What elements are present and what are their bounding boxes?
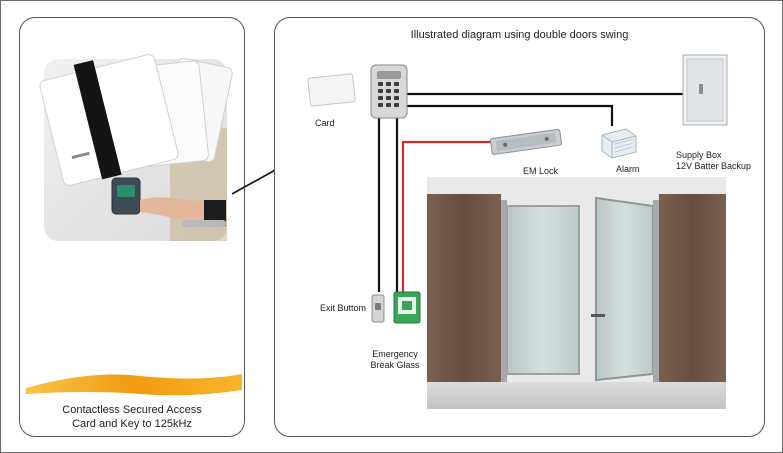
break-glass-icon [393,291,421,324]
emergency-label: Emergency Break Glass [370,349,420,371]
card-product-illustration [26,54,242,396]
magnetic-stripe [73,60,122,180]
left-glass-door [506,205,580,375]
em-lock-label: EM Lock [523,166,559,176]
card-stack [39,54,233,186]
supply-box-icon [682,54,728,126]
emergency-label-line-2: Break Glass [370,360,420,370]
exit-button-label: Exit Buttom [320,303,367,313]
wiring [377,92,685,292]
card-icon [307,73,356,107]
alarm-icon [601,128,637,159]
caption-line-1: Contactless Secured Access [62,404,202,416]
supply-box-label: Supply Box 12V Batter Backup [676,150,751,172]
card-label: Card [315,118,335,128]
keypad-reader-icon [370,64,408,119]
supply-box-label-line-1: Supply Box [676,150,722,160]
emergency-label-line-1: Emergency [372,349,418,359]
right-glass-door [595,196,654,382]
wiring-diagram [307,54,728,409]
door-handle [182,220,226,227]
orange-swoosh [26,374,242,396]
card-product-panel: Contactless Secured Access Card and Key … [19,17,245,437]
diagram-title: Illustrated diagram using double doors s… [410,29,629,41]
caption-line-2: Card and Key to 125kHz [72,418,192,430]
wiring-diagram-panel: Illustrated diagram using double doors s… [274,17,765,437]
wire-red-em-lock [401,140,491,292]
double-door-scene [427,177,726,409]
supply-box-label-line-2: 12V Batter Backup [676,161,752,171]
alarm-label: Alarm [616,164,640,174]
exit-button-icon [371,294,385,323]
card-caption: Contactless Secured Access Card and Key … [20,403,244,431]
em-lock-icon [489,128,563,155]
wire-reader-to-alarm [407,104,614,126]
hand [140,197,206,221]
